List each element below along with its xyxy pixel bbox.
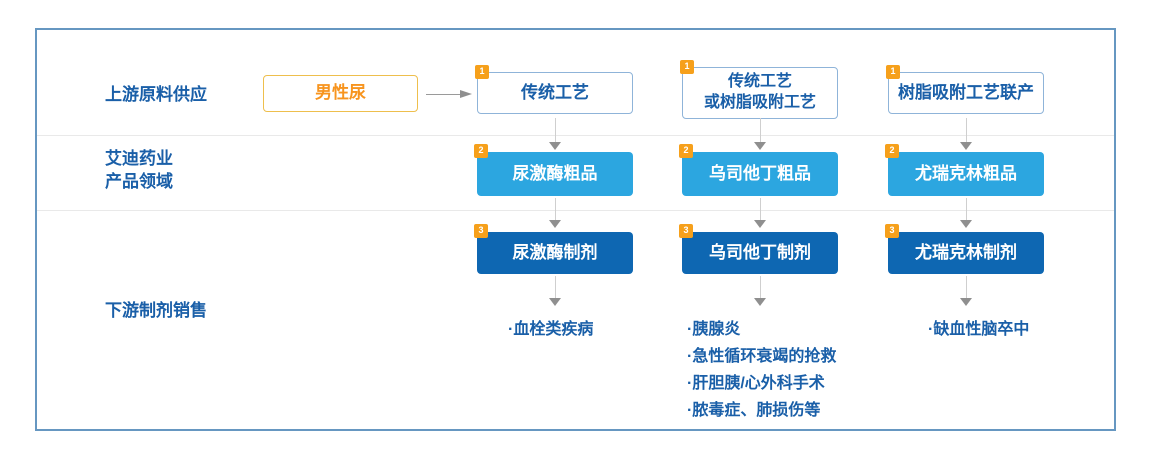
crude-label: 尿激酶粗品 [512, 163, 598, 183]
step-3-badge: 3 [474, 224, 488, 238]
arrow-shaft [426, 93, 460, 95]
arrow-down-icon [547, 118, 563, 150]
step-2-badge: 2 [474, 144, 488, 158]
step-2-badge: 2 [885, 144, 899, 158]
indication-item: ·血栓类疾病 [508, 321, 594, 338]
formulation-box-col3: 3 尤瑞克林制剂 [885, 224, 1044, 274]
arrow-down-icon [752, 198, 768, 228]
process-label: 传统工艺 或树脂吸附工艺 [703, 73, 816, 111]
step-3-badge: 3 [885, 224, 899, 238]
arrow-right-icon [426, 88, 472, 100]
crude-label: 尤瑞克林粗品 [915, 163, 1017, 183]
formulation-label: 尤瑞克林制剂 [915, 242, 1017, 262]
formulation-label: 乌司他丁制剂 [709, 242, 811, 262]
process-box-col2: 1 传统工艺 或树脂吸附工艺 [680, 60, 838, 119]
crude-label: 乌司他丁粗品 [709, 163, 811, 183]
process-box-col1: 1 传统工艺 [475, 65, 633, 114]
indication-item: ·肝胆胰/心外科手术 [687, 375, 825, 392]
crude-product-box-col2: 2 乌司他丁粗品 [679, 144, 838, 196]
diagram-frame: 上游原料供应 艾迪药业 产品领域 下游制剂销售 男性尿 1 传统工艺 2 尿激酶… [35, 28, 1116, 431]
indication-item: ·急性循环衰竭的抢救 [687, 348, 837, 365]
row-label-downstream: 下游制剂销售 [105, 301, 207, 320]
arrow-head [460, 90, 472, 98]
row-label-upstream: 上游原料供应 [105, 85, 207, 104]
step-1-badge: 1 [886, 65, 900, 79]
arrow-down-icon [958, 276, 974, 306]
arrow-down-icon [752, 118, 768, 150]
arrow-down-icon [547, 198, 563, 228]
row-divider [37, 210, 1114, 211]
indication-item: ·胰腺炎 [687, 321, 741, 338]
step-1-badge: 1 [680, 60, 694, 74]
arrow-down-icon [547, 276, 563, 306]
step-3-badge: 3 [679, 224, 693, 238]
process-label: 传统工艺 [521, 82, 589, 102]
indication-item: ·脓毒症、肺损伤等 [687, 402, 821, 419]
row-label-company-products: 艾迪药业 产品领域 [105, 149, 173, 191]
process-label: 树脂吸附工艺联产 [898, 82, 1034, 102]
arrow-down-icon [958, 118, 974, 150]
process-box-col3: 1 树脂吸附工艺联产 [886, 65, 1044, 114]
indication-list-col2: ·胰腺炎 ·急性循环衰竭的抢救 ·肝胆胰/心外科手术 ·脓毒症、肺损伤等 [687, 316, 836, 424]
formulation-label: 尿激酶制剂 [512, 242, 598, 262]
formulation-box-col1: 3 尿激酶制剂 [474, 224, 633, 274]
formulation-box-col2: 3 乌司他丁制剂 [679, 224, 838, 274]
step-1-badge: 1 [475, 65, 489, 79]
indication-list-col3: ·缺血性脑卒中 [928, 316, 1029, 343]
arrow-down-icon [752, 276, 768, 306]
male-urine-box: 男性尿 [263, 75, 418, 112]
indication-list-col1: ·血栓类疾病 [508, 316, 593, 343]
step-2-badge: 2 [679, 144, 693, 158]
crude-product-box-col3: 2 尤瑞克林粗品 [885, 144, 1044, 196]
row-divider [37, 135, 1114, 136]
crude-product-box-col1: 2 尿激酶粗品 [474, 144, 633, 196]
arrow-down-icon [958, 198, 974, 228]
indication-item: ·缺血性脑卒中 [928, 321, 1030, 338]
